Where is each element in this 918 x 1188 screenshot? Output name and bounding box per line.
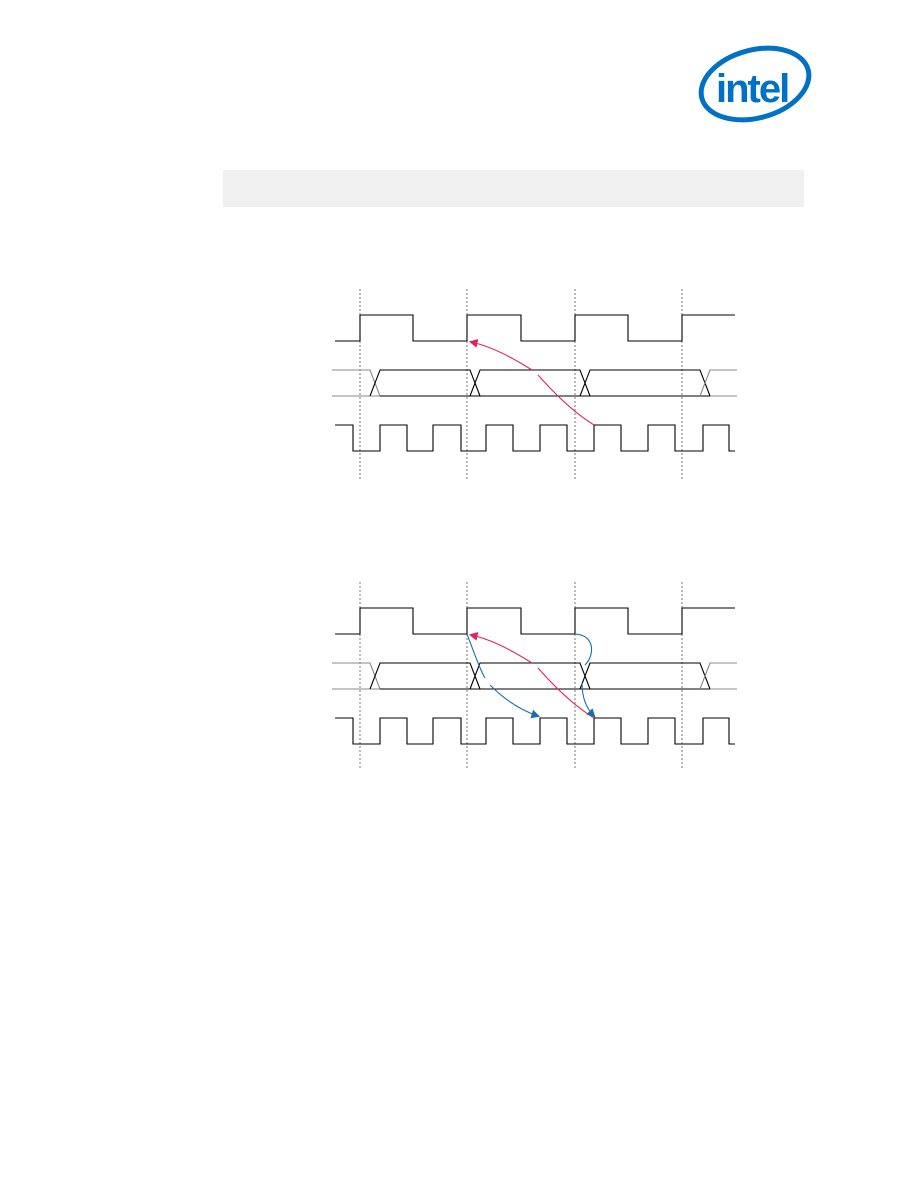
red-arrow xyxy=(471,635,595,719)
timing-diagram-1 xyxy=(320,282,750,482)
data-bus-waveform xyxy=(332,662,737,690)
timing-diagram-1-svg xyxy=(332,289,737,480)
slow-clock-waveform xyxy=(335,607,735,635)
intel-logo-icon: intel xyxy=(694,44,816,126)
timing-diagram-2-svg xyxy=(332,582,737,770)
slow-clock-waveform xyxy=(335,314,735,342)
data-bus-waveform xyxy=(332,369,737,397)
guide-lines xyxy=(359,582,683,770)
red-arrow xyxy=(471,342,595,426)
blue-arrow-1 xyxy=(466,633,538,716)
header-bar xyxy=(223,170,804,207)
blue-arrow-2 xyxy=(574,633,594,716)
timing-diagram-2 xyxy=(320,575,750,775)
fast-clock-waveform xyxy=(335,424,735,452)
fast-clock-waveform xyxy=(335,717,735,745)
svg-text:intel: intel xyxy=(716,67,788,111)
